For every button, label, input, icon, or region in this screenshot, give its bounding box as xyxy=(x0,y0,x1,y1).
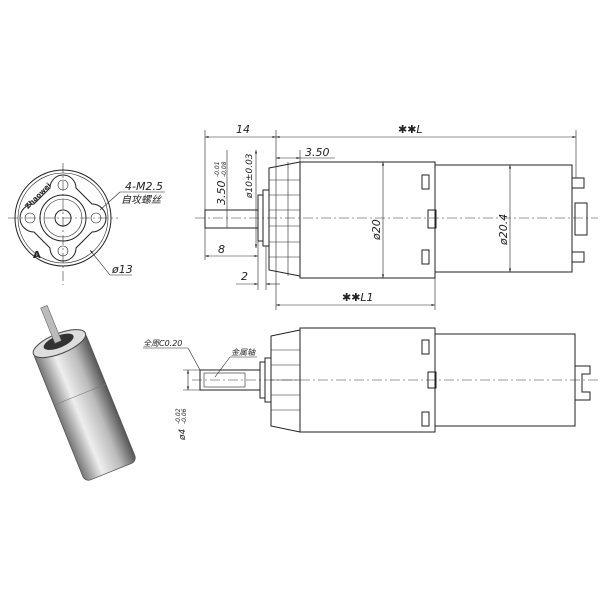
dim-gearbox-length: ✱✱L1 xyxy=(342,291,374,304)
dim-gear-step: 3.50 xyxy=(305,146,330,159)
dim-rear: ø20.4 xyxy=(497,214,510,246)
dim-boss: ø10±0.03 xyxy=(245,153,255,199)
thread-label: 4-M2.5 xyxy=(125,180,163,193)
dim-flat-tol-upper: -0.01 xyxy=(214,161,221,177)
screw-hole xyxy=(24,212,36,224)
dim-shaft-length: 14 xyxy=(236,123,250,136)
chamfer-note: 全周C0.20 xyxy=(143,339,182,348)
shaft-tol-lower: -0.06 xyxy=(181,408,188,424)
gearbox xyxy=(270,329,301,433)
label-a: A xyxy=(33,250,41,261)
bottom-view: 全周C0.20 金属轴 ø4 -0.02 -0.06 xyxy=(143,327,598,441)
dim-flat: 3.50 xyxy=(215,181,228,206)
diameter-label: ø13 xyxy=(111,263,133,276)
gearbox xyxy=(268,161,301,277)
thread-note: 自攻螺丝 xyxy=(121,194,162,206)
terminal xyxy=(575,365,591,401)
front-view: Zhaowei A 4-M2.5 自攻螺丝 ø13 xyxy=(8,163,165,285)
motor-body xyxy=(299,327,436,433)
terminal xyxy=(571,177,585,189)
outer-circle xyxy=(14,169,112,267)
shaft-tol-upper: -0.02 xyxy=(175,408,182,424)
dim-flat-length: 8 xyxy=(218,243,225,256)
shaft-dia: ø4 xyxy=(178,428,188,441)
motor-body xyxy=(299,161,436,279)
rear-cap xyxy=(434,333,576,427)
dim-flat-tol-lower: -0.08 xyxy=(221,161,228,177)
terminal xyxy=(571,251,585,263)
screw-hole xyxy=(57,245,69,257)
shaft-note: 金属轴 xyxy=(231,348,256,357)
dim-body: ø20 xyxy=(370,219,383,241)
screw-hole xyxy=(90,212,102,224)
screw-hole xyxy=(57,179,69,191)
dim-total-length: ✱✱L xyxy=(398,123,423,136)
shaft xyxy=(204,209,259,229)
side-view: 14 ✱✱L 3.50 3.50 -0.01 -0.08 ø10±0.03 ø2… xyxy=(195,123,598,310)
dim-boss-height: 2 xyxy=(241,270,248,283)
flange-plate xyxy=(19,174,107,262)
rear-cap xyxy=(434,164,573,273)
motor-photo xyxy=(32,305,136,481)
